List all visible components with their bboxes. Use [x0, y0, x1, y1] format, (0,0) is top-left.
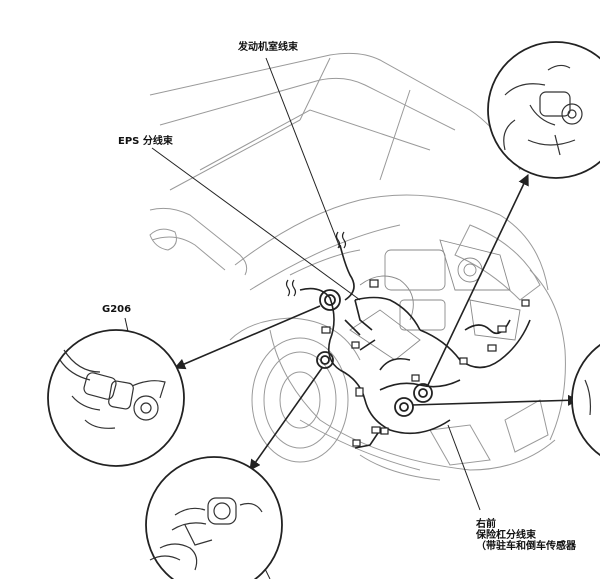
- detail-circle-bottom: [145, 456, 283, 579]
- continuation-marks: [285, 231, 347, 297]
- connector-highlights: [316, 289, 433, 417]
- engine-harness-label: 发动机室线束: [238, 42, 298, 53]
- engine-bay: [349, 239, 521, 361]
- detail-circle-right: [571, 343, 600, 457]
- front-bumper-harness-label: 右前 保险杠分线束 （带驻车和倒车传感器: [476, 519, 576, 552]
- eps-harness-label: EPS 分线束: [118, 136, 173, 147]
- detail-arrows: [173, 173, 580, 471]
- bumper-label-line-3: （带驻车和倒车传感器: [476, 541, 576, 552]
- detail-circle-top-right: [487, 41, 600, 179]
- bumper-label-line-2: 保险杠分线束: [476, 530, 536, 541]
- ground-g206-label: G206: [102, 304, 132, 315]
- wiring-harness: [299, 244, 531, 449]
- car-body-outline: [149, 52, 566, 481]
- harness-connectors: [321, 279, 530, 447]
- bumper-label-line-1: 右前: [476, 519, 496, 530]
- detail-circle-g206: [47, 329, 185, 467]
